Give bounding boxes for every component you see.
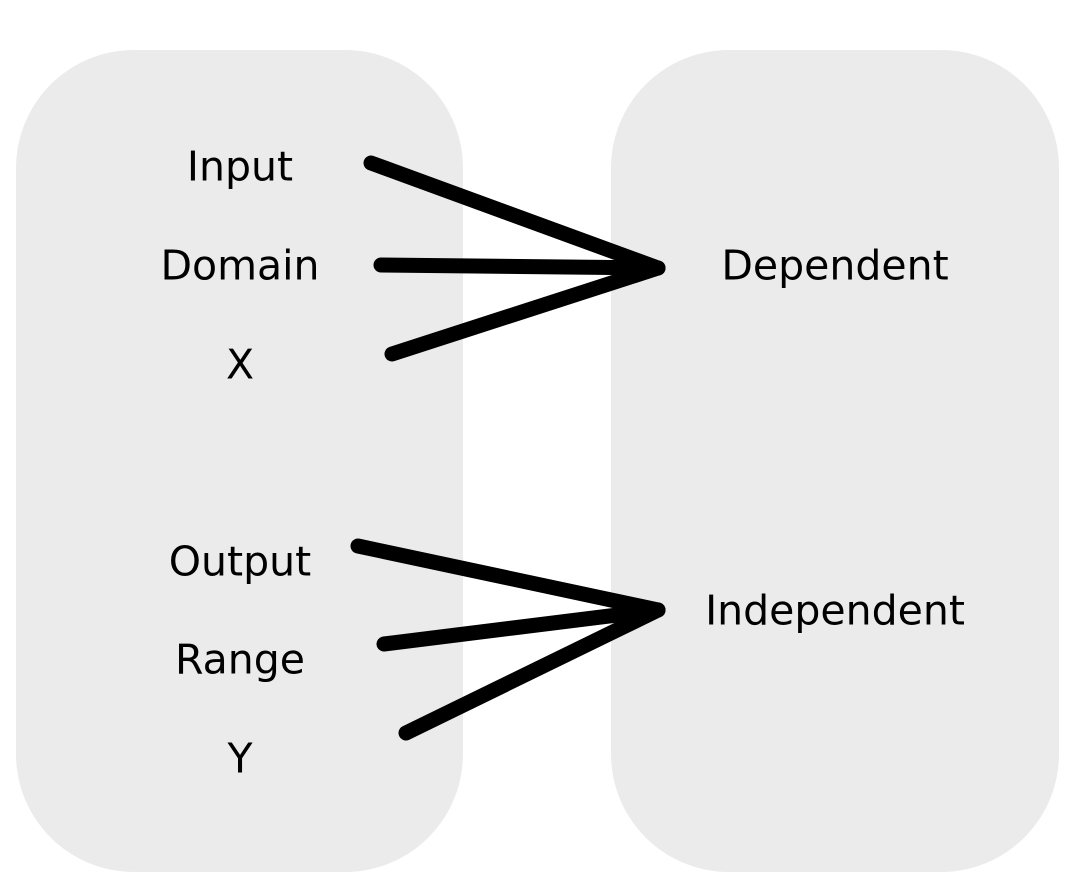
term-x: X <box>225 340 255 389</box>
term-range: Range <box>175 635 305 684</box>
connector-x-dependent <box>384 260 666 362</box>
connector-output-independent <box>350 538 666 618</box>
term-input: Input <box>186 142 294 191</box>
connector-domain-dependent <box>373 257 666 276</box>
connector-y-independent <box>398 602 666 741</box>
left-panel <box>16 50 463 872</box>
connector-input-dependent <box>363 155 666 276</box>
right-panel <box>611 50 1059 872</box>
term-domain: Domain <box>160 241 320 290</box>
term-dependent: Dependent <box>721 241 949 290</box>
term-independent: Independent <box>705 586 965 635</box>
term-output: Output <box>168 537 312 586</box>
connector-range-independent <box>376 602 666 652</box>
term-y: Y <box>227 734 253 783</box>
